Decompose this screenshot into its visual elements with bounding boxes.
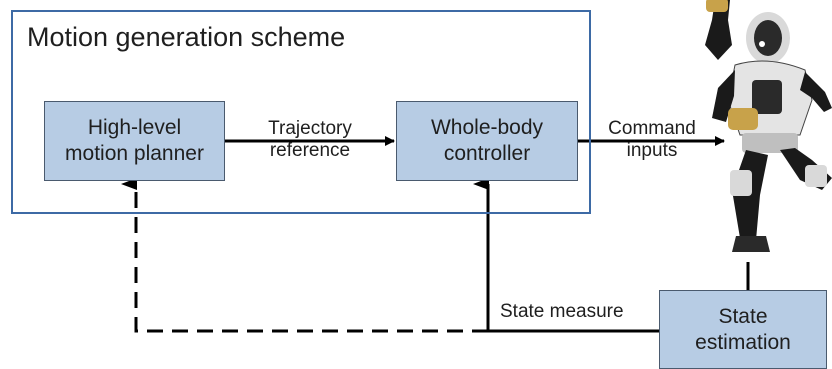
whole-body-controller-block: Whole-body controller (396, 101, 578, 181)
command-label-line1: Command (608, 118, 696, 139)
command-label-line2: inputs (626, 140, 678, 162)
state-measure-label: State measure (500, 301, 624, 322)
scheme-title: Motion generation scheme (27, 22, 346, 52)
trajectory-label-line2: reference (269, 140, 351, 162)
motion-planner-line1: High-level (87, 116, 182, 140)
trajectory-label-line1: Trajectory (268, 118, 352, 139)
state-estimation-line2: estimation (695, 330, 791, 354)
state-estimation-line1: State (718, 304, 768, 328)
trajectory-reference-label: Trajectory reference (250, 118, 370, 163)
motion-planner-line2: motion planner (65, 142, 204, 165)
motion-planner-block: High-level motion planner (44, 101, 225, 181)
motion-generation-scheme-frame (11, 10, 591, 214)
planner-feedback-dashed-line (121, 178, 488, 333)
command-inputs-label: Command inputs (592, 118, 712, 163)
controller-line2: controller (443, 142, 531, 165)
controller-line1: Whole-body (430, 116, 544, 140)
humanoid-robot-icon (705, 0, 832, 252)
state-estimation-block: State estimation (659, 290, 827, 369)
